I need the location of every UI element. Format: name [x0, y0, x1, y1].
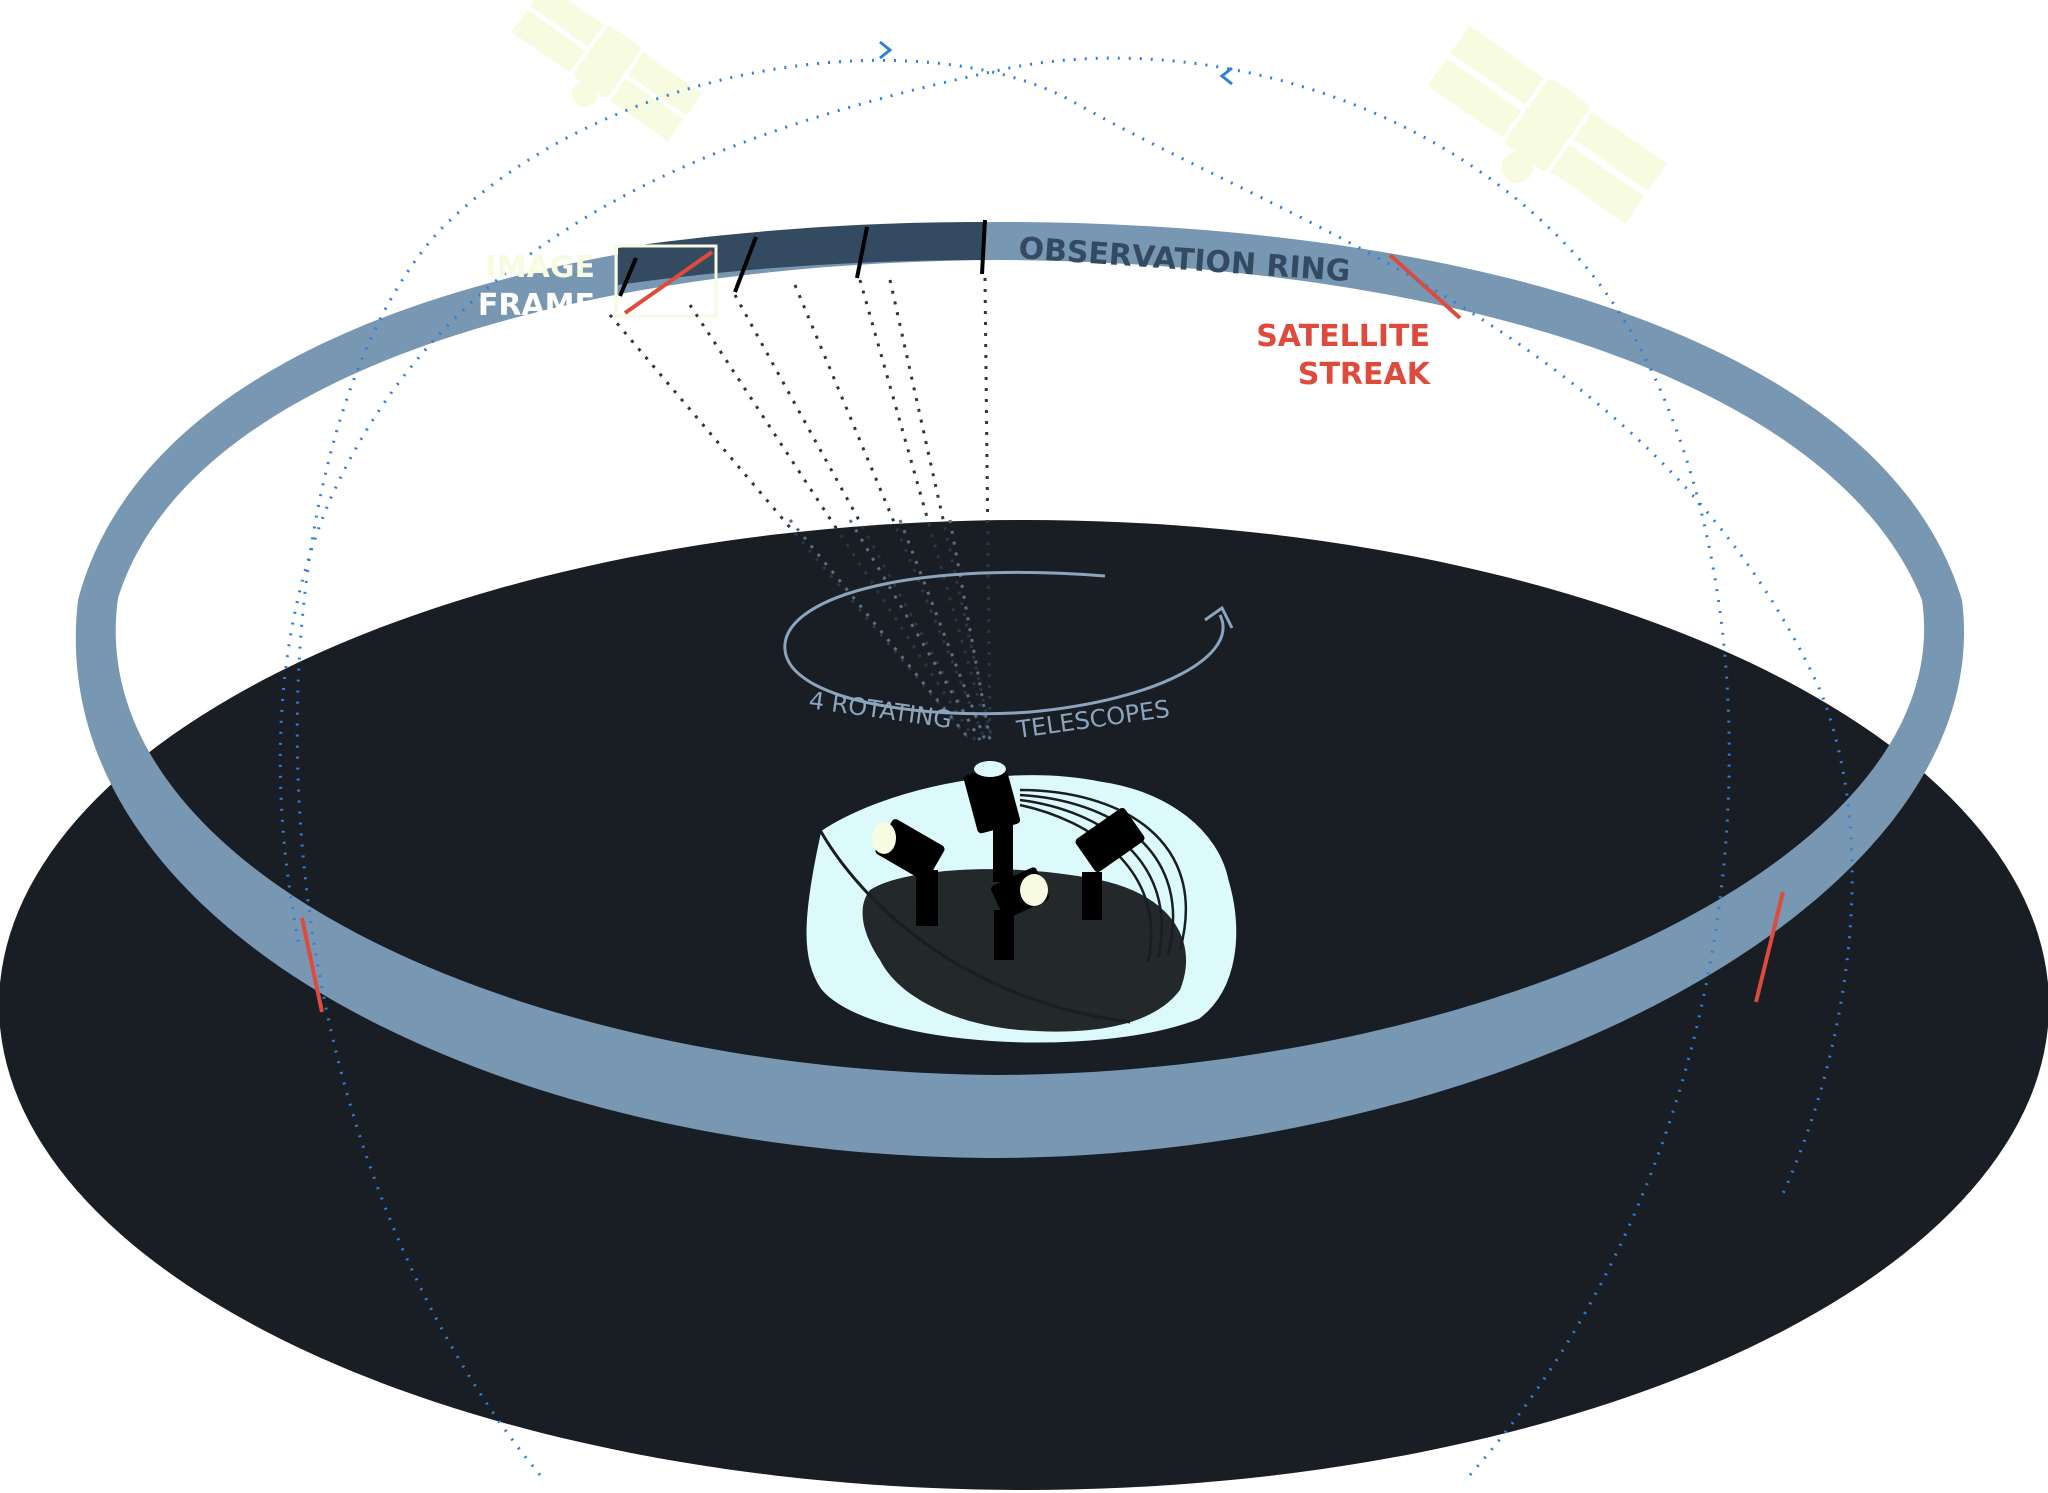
view-rays — [608, 277, 994, 741]
satellite-streak-marks — [300, 250, 1785, 1013]
telescope-icon — [872, 761, 1145, 960]
satellite-streak-label-line2: STREAK — [1298, 357, 1432, 392]
orbit-arrow-icons — [879, 40, 1233, 86]
ring-dark-section — [618, 222, 983, 285]
view-rays-lower — [788, 519, 992, 741]
image-frame — [614, 219, 987, 318]
satellite-streak-label-line1: SATELLITE — [1256, 319, 1430, 354]
satellite-icon-right — [1427, 25, 1667, 224]
image-frame-label-line1: IMAGE — [486, 250, 595, 285]
image-frame-label-line2: FRAME — [478, 288, 595, 323]
satellite-icon-left — [511, 0, 702, 142]
rotation-arrow-icon — [783, 570, 1234, 716]
satellite-orbits — [278, 56, 1854, 1476]
